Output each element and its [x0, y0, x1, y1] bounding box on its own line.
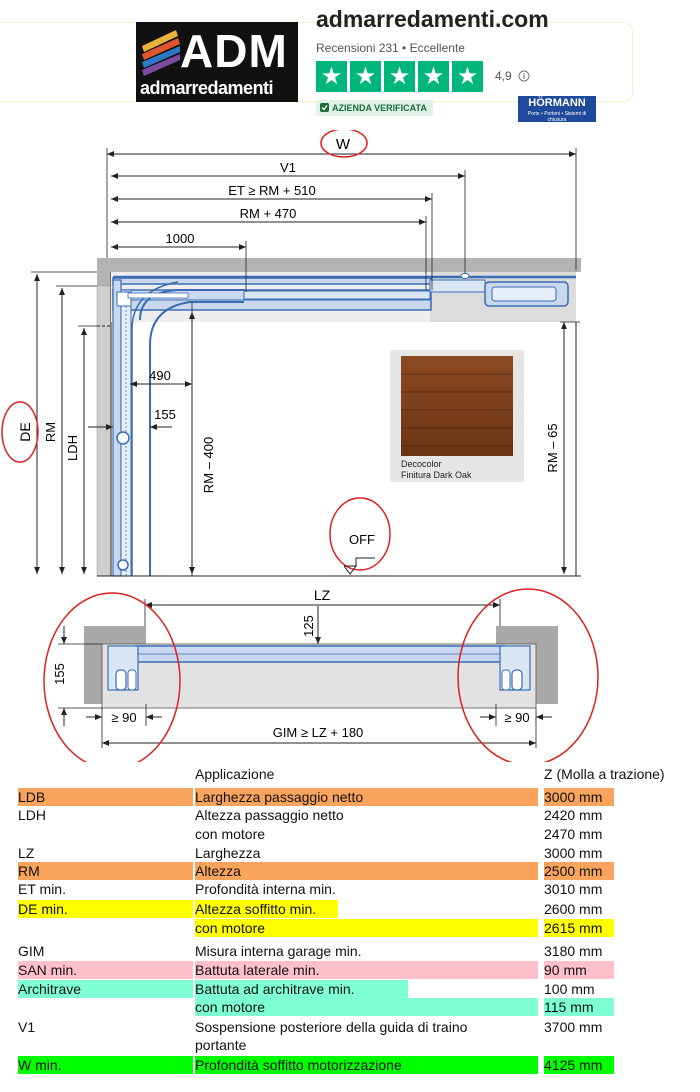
- spec-value: 2600 mm: [544, 901, 603, 917]
- spec-value: 90 mm: [544, 961, 614, 979]
- spec-description: Profondità interna min.: [195, 881, 336, 897]
- dim-ge90-right: ≥ 90: [504, 710, 529, 725]
- spec-value: 2420 mm: [544, 807, 603, 823]
- rating-value: 4,9: [495, 69, 530, 83]
- spec-code: W min.: [18, 1056, 193, 1074]
- star-icon: ★: [316, 61, 347, 92]
- dim-ldh-label: LDH: [65, 435, 80, 461]
- star-icon: ★: [452, 61, 483, 92]
- dim-ge90-left: ≥ 90: [111, 710, 136, 725]
- spec-description: Altezza soffitto min.: [195, 900, 338, 918]
- spec-code: DE min.: [18, 900, 193, 918]
- ceiling-slab: [97, 258, 581, 272]
- spec-value: 100 mm: [544, 981, 595, 997]
- spec-code: V1: [18, 1019, 36, 1035]
- page-header: ADM admarredamenti admarredamenti.com Re…: [0, 0, 700, 130]
- spec-description: con motore: [195, 826, 266, 842]
- dim-rm-label: RM: [43, 422, 58, 442]
- logo-stripes-icon: [142, 30, 180, 76]
- spec-description: con motore: [195, 998, 538, 1016]
- left-wall: [96, 285, 112, 577]
- spec-description: Altezza passaggio netto: [195, 807, 344, 823]
- rating-number: 4,9: [495, 69, 512, 83]
- spec-value: 2615 mm: [544, 919, 614, 937]
- spec-code: LDH: [18, 807, 47, 823]
- swatch-line2: Finitura Dark Oak: [401, 470, 472, 480]
- spec-value: 2500 mm: [544, 862, 614, 880]
- spec-value: 3180 mm: [544, 943, 603, 959]
- spec-code: ET min.: [18, 881, 66, 897]
- spec-value: 115 mm: [544, 998, 614, 1016]
- star-icon: ★: [418, 61, 449, 92]
- swatch-line1: Decocolor: [401, 459, 442, 469]
- dim-490-label: 490: [149, 368, 171, 383]
- dim-155-label: 155: [154, 407, 176, 422]
- spec-header-application: Applicazione: [195, 766, 275, 782]
- spec-code: RM: [18, 862, 193, 880]
- spec-description-cont: portante: [195, 1037, 247, 1053]
- spec-description: Larghezza passaggio netto: [195, 788, 538, 806]
- spec-code: GIM: [18, 943, 45, 959]
- spec-code: Architrave: [18, 980, 193, 998]
- dim-w-label: W: [336, 136, 351, 153]
- spec-code: SAN min.: [18, 961, 193, 979]
- dim-rm470-label: RM + 470: [240, 206, 297, 221]
- dim-1000-label: 1000: [166, 231, 195, 246]
- dim-de-label: DE: [17, 422, 33, 441]
- dim-rm65-label: RM – 65: [545, 423, 560, 472]
- logo-text: ADM: [180, 25, 288, 77]
- off-label: OFF: [349, 532, 375, 547]
- spec-header-value: Z (Molla a trazione): [544, 766, 665, 782]
- hormann-logo[interactable]: HÖRMANN Porte • Portoni • Sistemi di chi…: [518, 96, 596, 123]
- spec-value: 2470 mm: [544, 826, 603, 842]
- reviews-summary[interactable]: Recensioni 231 • Eccellente: [316, 41, 465, 55]
- dim-lz-label: LZ: [314, 587, 331, 603]
- rating-stars: ★ ★ ★ ★ ★: [316, 61, 483, 92]
- partner-name: HÖRMANN: [528, 97, 586, 109]
- dim-gim-label: GIM ≥ LZ + 180: [273, 725, 364, 740]
- spec-description: Battuta laterale min.: [195, 961, 538, 979]
- star-icon: ★: [384, 61, 415, 92]
- spec-description: Larghezza: [195, 845, 261, 861]
- garage-door-diagram: W V1 ET ≥ RM + 510 RM + 470 1000 490 155…: [1, 130, 599, 762]
- spec-value: 3700 mm: [544, 1019, 603, 1035]
- verified-label: AZIENDA VERIFICATA: [332, 103, 427, 113]
- dim-rm400-label: RM – 400: [201, 437, 216, 493]
- spec-value: 3000 mm: [544, 845, 603, 861]
- spec-value: 3010 mm: [544, 881, 603, 897]
- dim-v1-label: V1: [280, 160, 296, 175]
- spec-description: Battuta ad architrave min.: [195, 980, 408, 998]
- site-name[interactable]: admarredamenti.com: [316, 6, 549, 32]
- spec-description: Sospensione posteriore della guida di tr…: [195, 1019, 468, 1035]
- spec-code: LZ: [18, 845, 35, 861]
- dim-155b-label: 155: [52, 663, 67, 685]
- spec-value: 3000 mm: [544, 788, 614, 806]
- star-icon: ★: [350, 61, 381, 92]
- info-icon[interactable]: [518, 70, 530, 82]
- lintel: [97, 272, 111, 286]
- check-icon: [320, 103, 329, 112]
- spec-description: Profondità soffitto motorizzazione: [195, 1056, 538, 1074]
- partner-tagline: Porte • Portoni • Sistemi di chiusura: [527, 111, 587, 123]
- spec-description: Misura interna garage min.: [195, 943, 362, 959]
- spec-description: Altezza: [195, 862, 538, 880]
- spec-description: con motore: [195, 919, 538, 937]
- adm-logo[interactable]: ADM admarredamenti: [136, 22, 298, 102]
- verified-badge: AZIENDA VERIFICATA: [316, 100, 433, 116]
- spec-code: LDB: [18, 788, 193, 806]
- dim-et-label: ET ≥ RM + 510: [228, 183, 315, 198]
- logo-subtext: admarredamenti: [140, 78, 274, 98]
- dim-125-label: 125: [301, 615, 316, 637]
- spec-value: 4125 mm: [544, 1056, 614, 1074]
